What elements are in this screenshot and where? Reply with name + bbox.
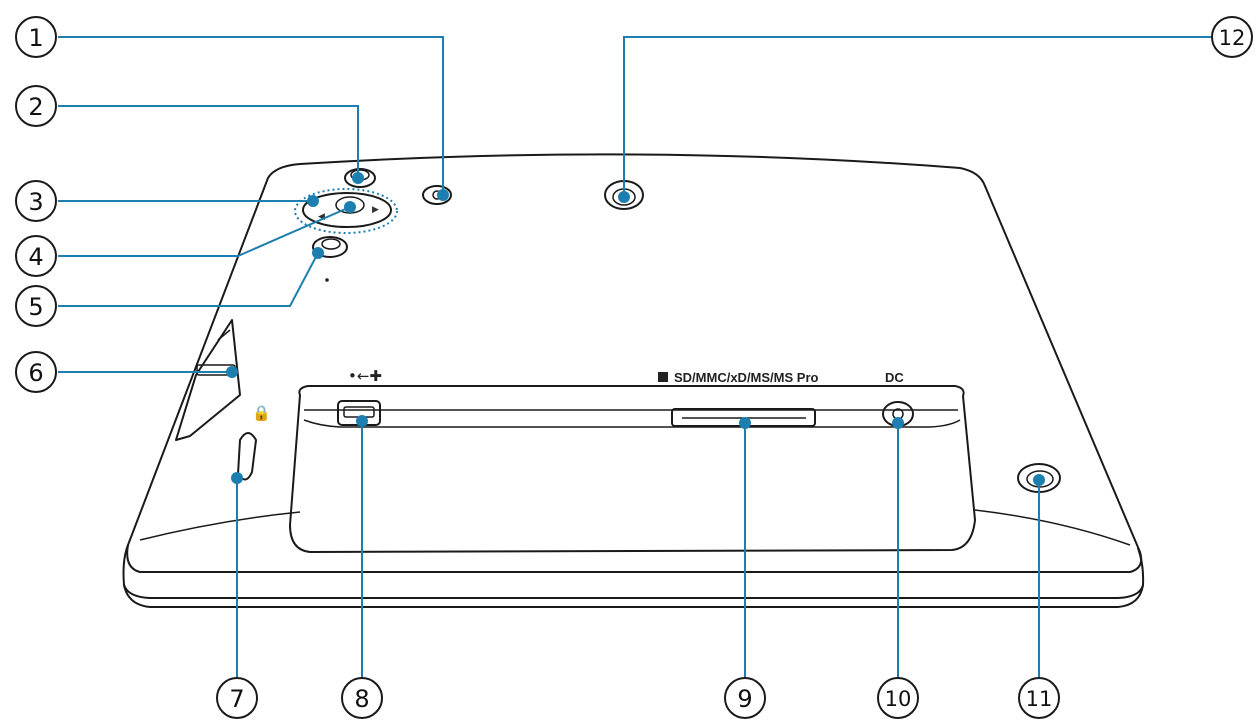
leader-dots [226,172,1045,486]
callout-number: 7 [229,685,244,713]
dot-3 [307,195,319,207]
callout-5: 5 [15,285,57,327]
leader-lines [58,36,1213,678]
callout-number: 2 [28,93,43,121]
dot-12 [618,191,630,203]
connector-housing [289,385,976,553]
callout-7: 7 [216,677,258,719]
svg-text:◀: ◀ [318,212,325,222]
callout-10: 10 [877,677,919,719]
device-body [122,153,1145,608]
callout-8: 8 [341,677,383,719]
callout-number: 9 [737,685,752,713]
card-slot-label: SD/MMC/xD/MS/MS Pro [674,370,819,385]
dot-2 [352,172,364,184]
dot-10 [892,417,904,429]
dot-5 [312,247,324,259]
svg-text:▶: ▶ [372,205,379,215]
dot-9 [739,417,751,429]
callout-number: 6 [28,359,43,387]
dot-1 [437,189,449,201]
callout-number: 8 [354,685,369,713]
dc-label: DC [885,370,904,385]
callout-number: 3 [28,188,43,216]
callout-6: 6 [15,351,57,393]
usb-icon: •←✚ [348,367,382,385]
dot-11 [1033,474,1045,486]
dot-8 [356,415,368,427]
dot-7 [231,472,243,484]
callout-number: 5 [28,293,43,321]
callout-9: 9 [724,677,766,719]
dot-6 [226,366,238,378]
callout-2: 2 [15,85,57,127]
callout-11: 11 [1018,677,1060,719]
control-buttons: ◀ ▶ [294,168,452,282]
callouts: 1 2 3 4 5 6 7 8 [15,16,1253,719]
dot-4 [344,201,356,213]
callout-12: 12 [1211,16,1253,58]
callout-number: 4 [28,243,43,271]
kensington-lock-slot: 🔒 [237,404,271,481]
callout-number: 1 [28,24,43,52]
callout-number: 11 [1026,687,1053,711]
callout-1: 1 [15,16,57,58]
callout-number: 10 [885,687,912,711]
card-slot: SD/MMC/xD/MS/MS Pro [658,370,819,427]
lock-icon: 🔒 [252,404,271,422]
callout-4: 4 [15,235,57,277]
callout-number: 12 [1219,26,1246,50]
callout-3: 3 [15,180,57,222]
